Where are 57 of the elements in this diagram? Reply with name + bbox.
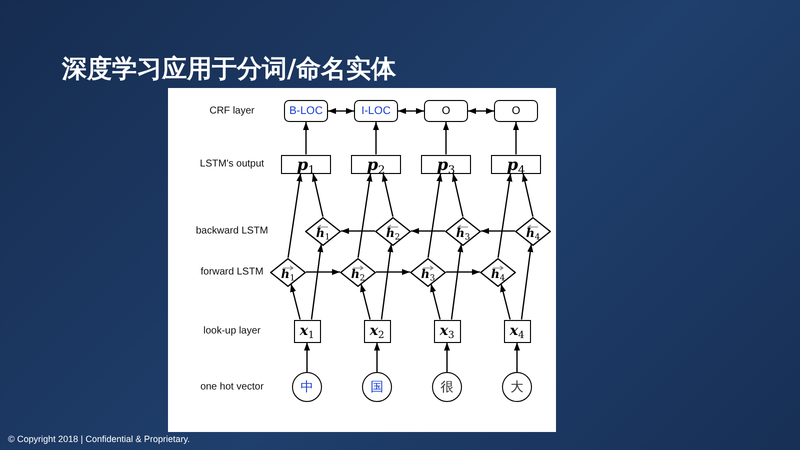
- arrow: [380, 244, 394, 320]
- row-label: look-up layer: [203, 326, 261, 336]
- arrow: [520, 244, 534, 320]
- backward-state-diamond: h$_{4}$: [515, 216, 551, 246]
- arrow: [328, 108, 354, 114]
- arrow: [443, 122, 449, 154]
- arrow: [303, 122, 309, 154]
- arrow: [310, 244, 324, 320]
- row-label: one hot vector: [200, 382, 264, 392]
- arrow: [411, 228, 445, 234]
- tag-box: O: [424, 100, 468, 122]
- arrow: [430, 284, 441, 320]
- row-label: forward LSTM: [200, 266, 264, 278]
- arrow: [290, 284, 301, 320]
- arrow: [360, 284, 371, 320]
- arrow: [427, 173, 442, 258]
- arrow: [357, 173, 372, 258]
- row-label: LSTM's output: [200, 158, 264, 170]
- forward-state-diamond: h$_{2}$: [340, 258, 376, 286]
- arrow: [450, 244, 464, 320]
- arrow: [468, 108, 494, 114]
- arrow: [500, 284, 511, 320]
- row-label: backward LSTM: [196, 226, 268, 236]
- arrow: [287, 173, 302, 258]
- arrow: [341, 228, 375, 234]
- arrow: [376, 269, 410, 275]
- tag-box: O: [494, 100, 538, 122]
- backward-state-diamond: h$_{2}$: [375, 216, 411, 246]
- forward-state-diamond: h$_{1}$: [270, 258, 306, 286]
- arrow: [398, 108, 424, 114]
- arrow: [304, 342, 310, 372]
- forward-state-diamond: h$_{4}$: [480, 258, 516, 286]
- arrow: [452, 173, 464, 217]
- arrow: [374, 342, 380, 372]
- input-box: x$_{4}$: [504, 320, 530, 342]
- input-box: x$_{2}$: [364, 320, 390, 342]
- forward-state-diamond: h$_{3}$: [410, 258, 446, 286]
- arrow: [444, 342, 450, 372]
- arrow: [306, 269, 340, 275]
- backward-state-diamond: h$_{3}$: [445, 216, 481, 246]
- slide-title: 深度学习应用于分词/命名实体: [62, 53, 396, 85]
- arrow: [312, 173, 324, 217]
- input-box: x$_{1}$: [294, 320, 320, 342]
- arrow: [373, 122, 379, 154]
- arrow: [382, 173, 394, 217]
- arrow: [481, 228, 515, 234]
- arrow: [497, 173, 512, 258]
- row-label: CRF layer: [210, 106, 254, 116]
- arrow: [514, 342, 520, 372]
- arrow: [446, 269, 480, 275]
- copyright-text: © Copyright 2018 | Confidential & Proprietary.: [8, 434, 190, 444]
- arrow: [522, 173, 534, 217]
- input-box: x$_{3}$: [434, 320, 460, 342]
- arrow: [513, 122, 519, 154]
- tag-box: I-LOC: [354, 100, 398, 122]
- backward-state-diamond: h$_{1}$: [305, 216, 341, 246]
- tag-box: B-LOC: [284, 100, 328, 122]
